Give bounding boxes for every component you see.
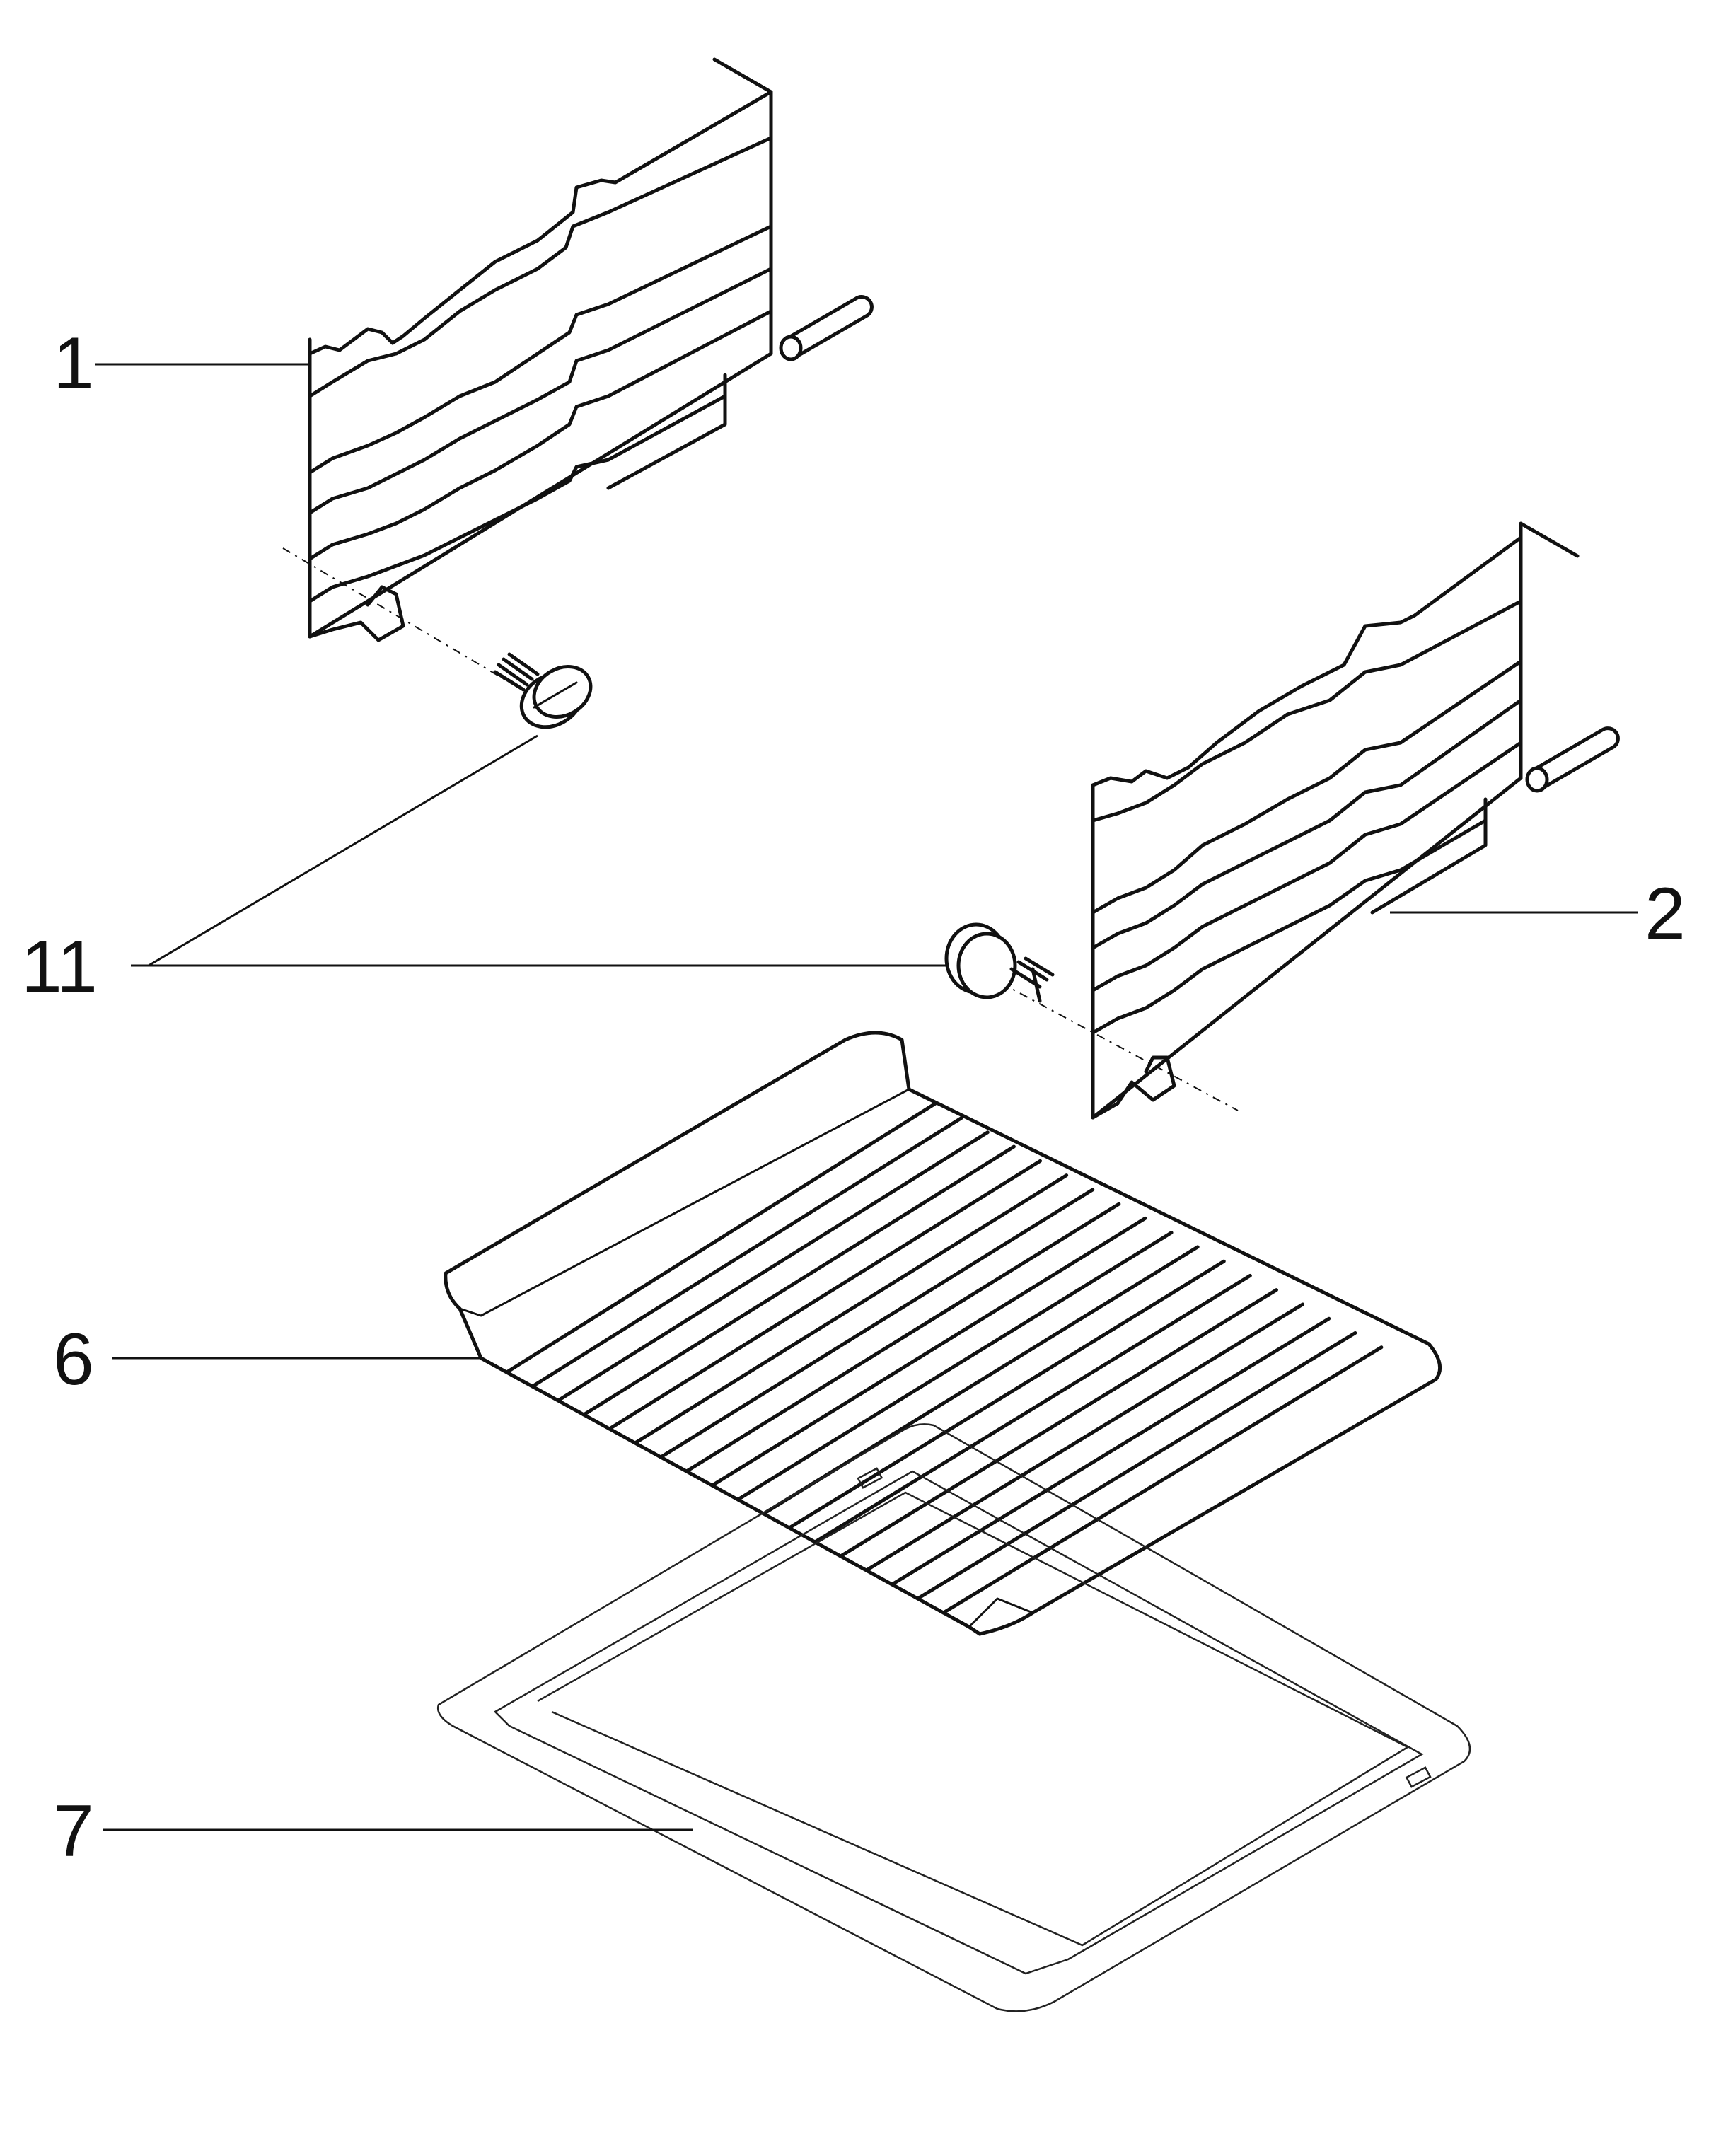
grid-slat [710,1216,1147,1488]
grid-slat [581,1144,1016,1417]
mounting-pin-left [779,295,874,361]
grid-slat [915,1331,1357,1601]
wire-grid-shelf [444,1031,1442,1636]
grid-slat [838,1288,1278,1558]
grid-slat [531,1116,963,1389]
shelf-support-left [308,57,874,642]
grid-slat [813,1273,1252,1544]
callout-6: 6 [53,1318,94,1401]
baking-tray [436,1423,1471,2012]
grid-slat [864,1302,1305,1572]
grid-slat [608,1159,1043,1431]
shelf-support-right [1091,521,1620,1120]
knurled-screw-left [282,547,593,729]
callout-2: 2 [1645,873,1686,955]
grid-slat [556,1130,990,1403]
grid-slat [659,1188,1095,1459]
grid-slat [890,1316,1331,1587]
grid-slat [633,1173,1069,1445]
mounting-pin-right [1525,726,1620,793]
grid-slats [504,1101,1384,1615]
grid-slat [787,1259,1226,1530]
callout-7: 7 [53,1790,94,1872]
grid-slat [685,1202,1121,1473]
grid-slat [941,1345,1384,1615]
callout-1: 1 [53,323,94,405]
callout-11: 11 [21,926,98,1008]
leader-lines [95,363,1638,1831]
grid-slat [504,1101,937,1374]
knurled-screw-right [944,922,1239,1111]
grid-slat [736,1231,1174,1502]
